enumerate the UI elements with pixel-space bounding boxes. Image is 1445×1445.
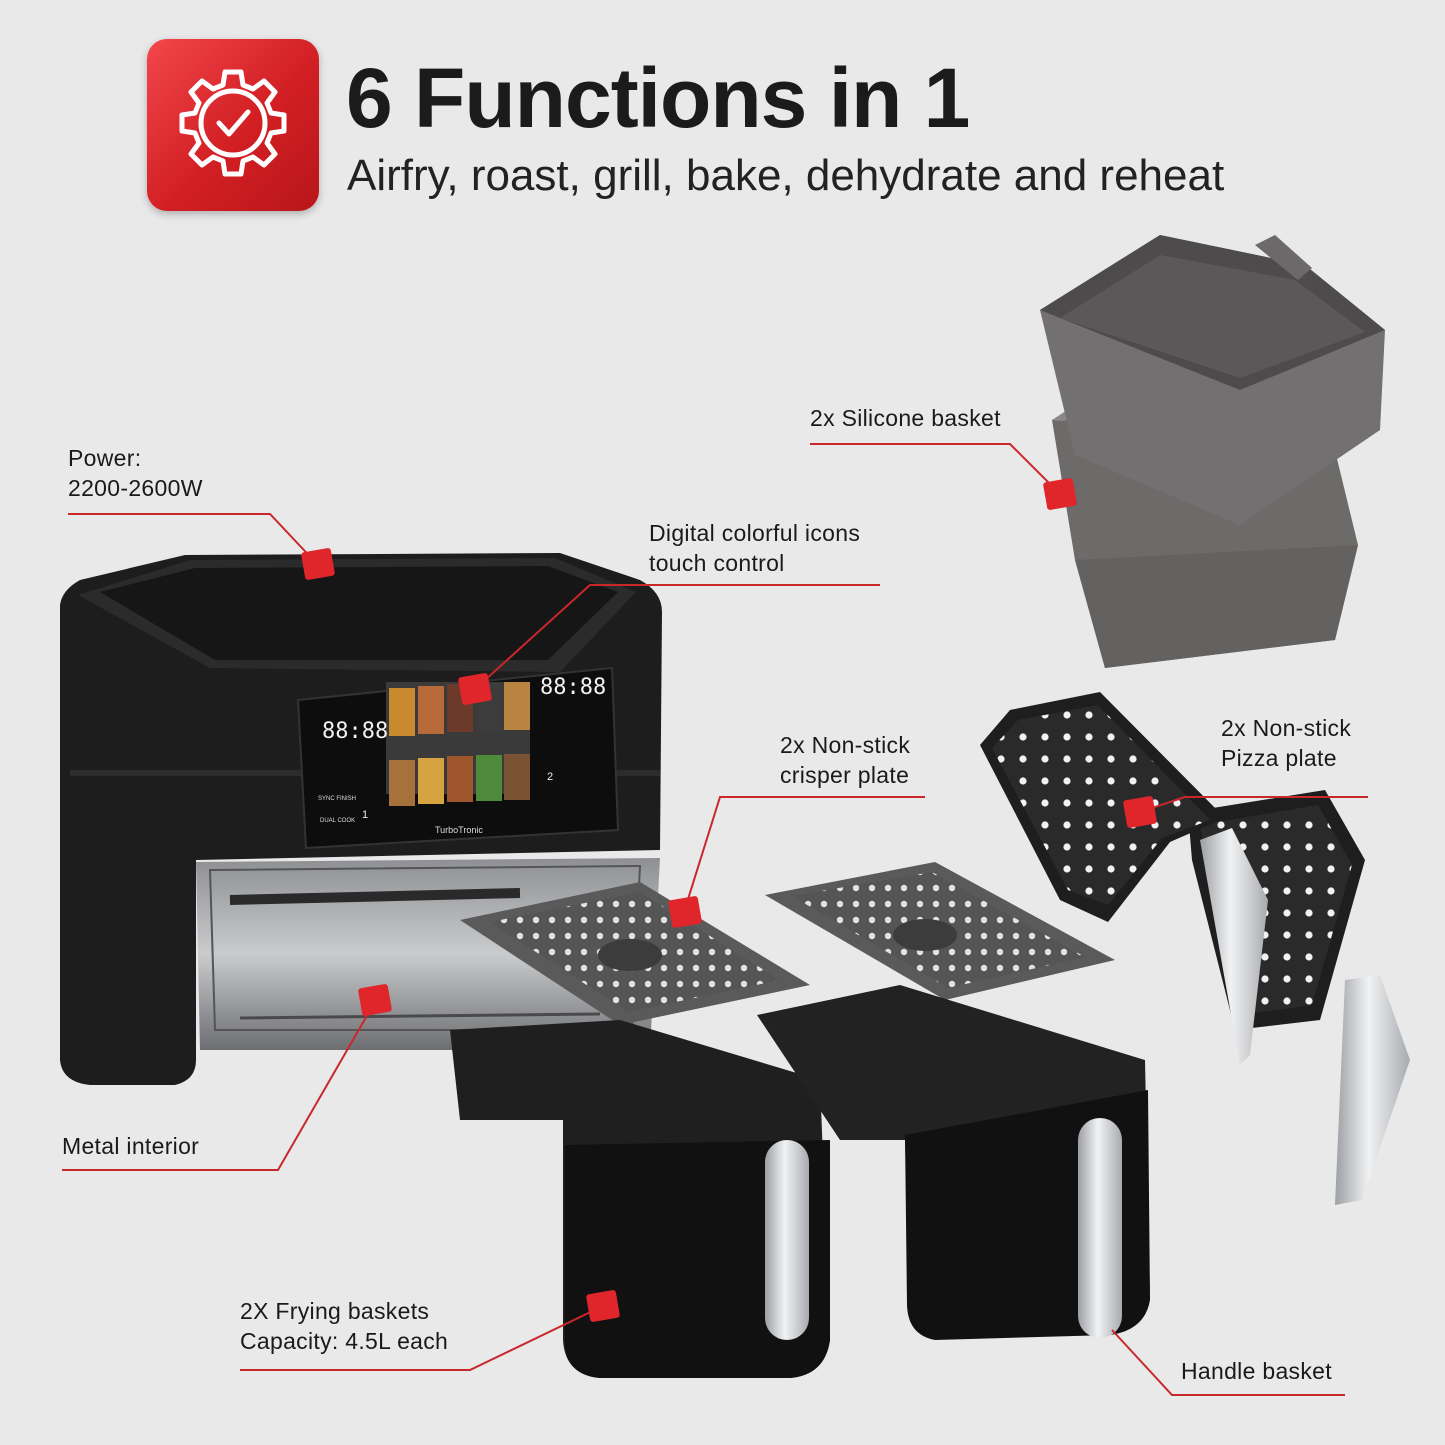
frying-baskets <box>450 985 1150 1378</box>
display-right: 88:88 <box>540 675 606 700</box>
callout-markers <box>301 478 1157 1322</box>
brand-logo: TurboTronic <box>435 825 483 835</box>
power-label-line1: Power: <box>68 445 142 471</box>
pizza-label-line2: Pizza plate <box>1221 745 1337 771</box>
page-subtitle: Airfry, roast, grill, bake, dehydrate an… <box>347 151 1225 200</box>
pizza-label-line1: 2x Non-stick <box>1221 715 1352 741</box>
baskets-label-line2: Capacity: 4.5L each <box>240 1328 449 1354</box>
zone-1-button: 1 <box>362 809 368 821</box>
crisper-label-line2: crisper plate <box>780 762 910 788</box>
callout-lines <box>62 443 1368 1396</box>
zone-2-button: 2 <box>547 771 553 783</box>
gear-check-badge <box>147 39 319 211</box>
digital-label-line1: Digital colorful icons <box>649 520 861 546</box>
sync-finish-label: SYNC FINISH <box>318 796 356 802</box>
page-title: 6 Functions in 1 <box>346 51 970 145</box>
pizza-plates <box>980 692 1410 1205</box>
silicone-baskets <box>1040 235 1385 668</box>
power-label-line2: 2200-2600W <box>68 475 203 501</box>
silicone-label: 2x Silicone basket <box>810 405 1001 431</box>
crisper-plates <box>460 862 1115 1025</box>
crisper-label-line1: 2x Non-stick <box>780 732 911 758</box>
digital-label-line2: touch control <box>649 550 785 576</box>
handle-basket-label: Handle basket <box>1181 1358 1332 1384</box>
baskets-label-line1: 2X Frying baskets <box>240 1298 430 1324</box>
display-left: 88:88 <box>322 719 388 744</box>
dual-cook-label: DUAL COOK <box>320 818 355 824</box>
air-fryer-body <box>60 553 662 1085</box>
metal-interior-label: Metal interior <box>62 1133 200 1159</box>
gear-check-icon <box>179 69 287 177</box>
